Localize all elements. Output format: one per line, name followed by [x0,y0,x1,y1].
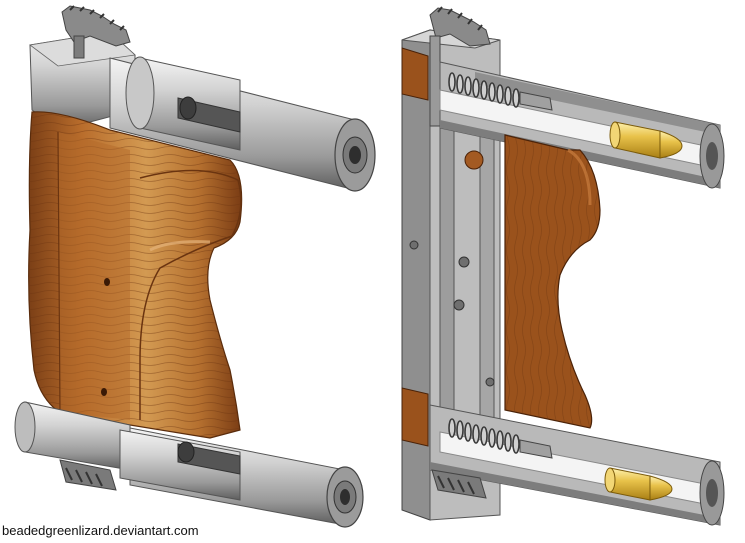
exterior-view [14,5,376,528]
pin-hole [101,388,107,396]
watermark-text: beadedgreenlizard.deviantart.com [2,523,199,538]
pin-hole [453,299,465,311]
pin-hole [409,240,419,250]
section-grip [504,134,601,429]
cartridge-top [609,121,683,159]
firing-pin-bottom [519,439,553,459]
section-wood-lower [401,387,429,447]
pin-hole [104,278,110,286]
pin-hole [464,150,484,170]
pin-hole [485,377,495,387]
firing-pin-top [519,91,553,111]
bottom-barrel [14,401,364,528]
section-bottom-barrel [429,404,725,526]
section-view [401,6,725,526]
spring-top [448,72,520,108]
hammer-spur-bottom [59,459,117,491]
top-barrel [109,56,376,192]
section-wood-upper [401,47,429,101]
cartridge-bottom [604,467,673,501]
wooden-grip [28,111,243,439]
pin-hole [458,256,470,268]
section-hammer-bottom [431,469,487,499]
hammer-spur-top [61,5,131,59]
section-top-barrel [439,61,725,189]
spring-bottom [448,418,520,454]
